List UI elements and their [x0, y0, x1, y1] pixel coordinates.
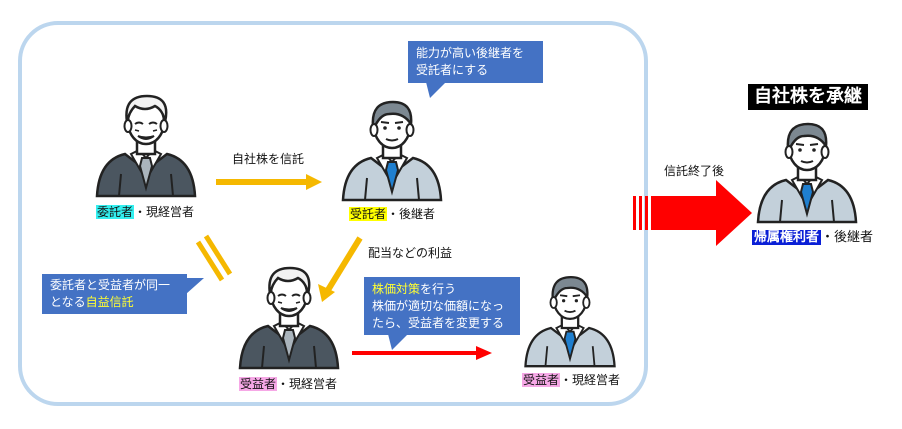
- trustee-note-pointer: [426, 82, 446, 98]
- trustee-note-line2: 受託者にする: [416, 63, 489, 77]
- self-trust-highlight: 自益信託: [85, 295, 134, 309]
- new-beneficiary-role: 受益者: [522, 373, 561, 387]
- self-trust-line2: となる自益信託: [50, 294, 179, 311]
- self-trust-bubble: 委託者と受益者が同一 となる自益信託: [42, 274, 187, 314]
- self-trust-pointer: [186, 278, 204, 294]
- trustee-suffix: ・後継者: [387, 207, 436, 221]
- dividend-label: 配当などの利益: [368, 246, 453, 260]
- settlor-suffix: ・現経営者: [134, 205, 195, 219]
- self-trust-line1: 委託者と受益者が同一: [50, 278, 171, 292]
- diagram-title: 自社株を承継: [748, 84, 868, 110]
- trust-end-arrow: [633, 180, 752, 246]
- trust-stock-label: 自社株を信託: [232, 152, 305, 166]
- change-line3: たら、受益者を変更する: [372, 316, 505, 330]
- dividend-arrow: [318, 236, 363, 302]
- trust-end-label: 信託終了後: [664, 164, 725, 178]
- trustee-note-line1: 能力が高い後継者を: [416, 46, 525, 60]
- settlor-role: 委託者: [96, 205, 135, 219]
- change-line2: 株価が適切な価額になっ: [372, 299, 505, 313]
- settlor-label: 委託者・現経営者: [96, 204, 194, 220]
- change-highlight: 株価対策: [372, 282, 421, 296]
- beneficiary-change-bubble: 株価対策を行う 株価が適切な価額になっ たら、受益者を変更する: [364, 277, 520, 335]
- new-beneficiary-suffix: ・現経営者: [560, 373, 621, 387]
- trust-stock-arrow: [216, 174, 322, 190]
- new-beneficiary-label: 受益者・現経営者: [522, 372, 620, 388]
- trustee-note-bubble: 能力が高い後継者を 受託者にする: [408, 41, 543, 83]
- beneficiary-suffix: ・現経営者: [277, 377, 338, 391]
- residual-owner-suffix: ・後継者: [821, 230, 874, 245]
- change-line1: 株価対策を行う: [372, 281, 512, 298]
- trustee-label: 受託者・後継者: [349, 206, 435, 222]
- residual-owner-label: 帰属権利者・後継者: [752, 230, 873, 246]
- change-line1-suffix: を行う: [420, 282, 457, 296]
- trustee-role: 受託者: [349, 207, 388, 221]
- identity-mark: [195, 234, 233, 282]
- beneficiary-role: 受益者: [239, 377, 278, 391]
- beneficiary-label: 受益者・現経営者: [239, 376, 337, 392]
- self-trust-prefix: となる: [50, 295, 86, 309]
- beneficiary-change-arrow: [352, 346, 492, 360]
- residual-owner-role: 帰属権利者: [752, 230, 822, 245]
- beneficiary-change-pointer: [388, 334, 408, 350]
